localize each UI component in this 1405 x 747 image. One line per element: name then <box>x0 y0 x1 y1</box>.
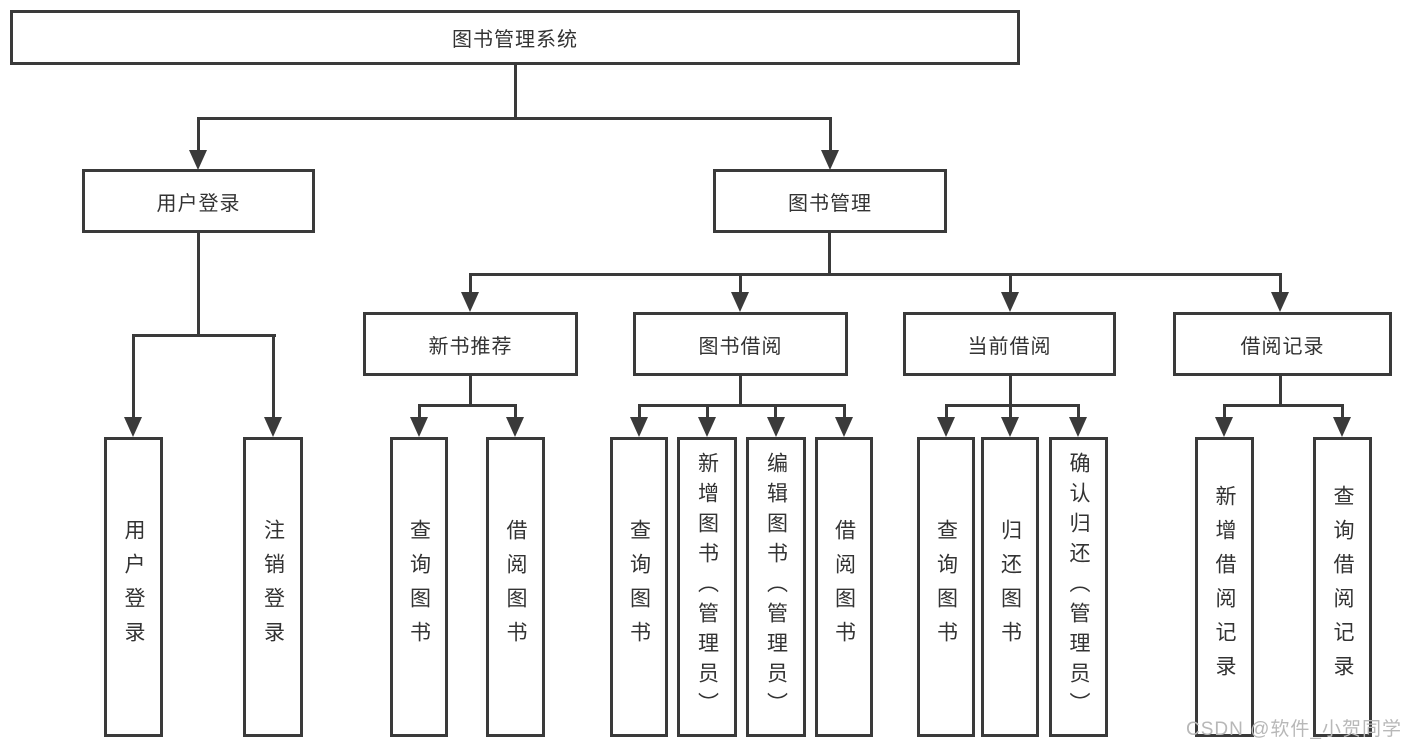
leaf-confirm-return-admin: 确认归还（管理员） <box>1049 437 1108 737</box>
connector-line <box>272 334 275 420</box>
arrow-down-icon <box>410 417 428 437</box>
connector-line <box>1009 273 1012 297</box>
arrow-down-icon <box>698 417 716 437</box>
leaf-label: 借阅图书 <box>504 519 527 655</box>
arrow-down-icon <box>731 292 749 312</box>
leaf-user-login: 用户登录 <box>104 437 163 737</box>
arrow-down-icon <box>264 417 282 437</box>
connector-line <box>418 404 421 420</box>
connector-line <box>197 117 200 155</box>
arrow-down-icon <box>461 292 479 312</box>
node-user-login: 用户登录 <box>82 169 315 233</box>
arrow-down-icon <box>1333 417 1351 437</box>
leaf-return-books: 归还图书 <box>981 437 1039 737</box>
connector-line <box>132 334 276 337</box>
connector-line <box>197 233 200 337</box>
leaf-label: 确认归还（管理员） <box>1067 452 1090 722</box>
connector-line <box>843 404 846 420</box>
leaf-label: 注销登录 <box>261 519 285 655</box>
connector-line <box>1279 376 1282 407</box>
connector-line <box>197 117 832 120</box>
connector-line <box>1009 404 1012 420</box>
connector-line <box>638 404 846 407</box>
leaf-borrow-books: 借阅图书 <box>815 437 873 737</box>
node-book-borrow: 图书借阅 <box>633 312 848 376</box>
connector-line <box>945 404 948 420</box>
node-book-management: 图书管理 <box>713 169 947 233</box>
connector-line <box>739 273 742 297</box>
connector-line <box>706 404 709 420</box>
connector-line <box>1223 404 1226 420</box>
leaf-edit-books-admin: 编辑图书（管理员） <box>746 437 806 737</box>
arrow-down-icon <box>937 417 955 437</box>
leaf-label: 用户登录 <box>122 519 145 655</box>
node-borrow-records: 借阅记录 <box>1173 312 1392 376</box>
leaf-query-books: 查询图书 <box>390 437 448 737</box>
arrow-down-icon <box>1069 417 1087 437</box>
leaf-label: 新增图书（管理员） <box>695 452 719 722</box>
connector-line <box>829 117 832 155</box>
arrow-down-icon <box>1215 417 1233 437</box>
connector-line <box>1009 376 1012 407</box>
connector-line <box>514 404 517 420</box>
leaf-borrow-books: 借阅图书 <box>486 437 545 737</box>
leaf-label: 查询图书 <box>934 519 958 655</box>
arrow-down-icon <box>821 150 839 170</box>
connector-line <box>514 65 517 119</box>
leaf-label: 编辑图书（管理员） <box>764 452 788 722</box>
arrow-down-icon <box>1001 417 1019 437</box>
connector-line <box>945 404 1079 407</box>
connector-line <box>132 334 135 420</box>
leaf-query-borrow-record: 查询借阅记录 <box>1313 437 1372 737</box>
leaf-label: 查询图书 <box>627 519 651 655</box>
leaf-label: 查询借阅记录 <box>1331 485 1354 689</box>
connector-line <box>739 376 742 407</box>
connector-line <box>1223 404 1344 407</box>
connector-line <box>1077 404 1080 420</box>
leaf-query-books: 查询图书 <box>917 437 975 737</box>
arrow-down-icon <box>630 417 648 437</box>
leaf-logout: 注销登录 <box>243 437 303 737</box>
csdn-watermark: CSDN @软件_小贺同学 <box>1186 719 1402 740</box>
arrow-down-icon <box>1001 292 1019 312</box>
node-root-library-system: 图书管理系统 <box>10 10 1020 65</box>
leaf-label: 归还图书 <box>998 519 1022 655</box>
connector-line <box>638 404 641 420</box>
leaf-add-borrow-record: 新增借阅记录 <box>1195 437 1254 737</box>
leaf-add-books-admin: 新增图书（管理员） <box>677 437 737 737</box>
arrow-down-icon <box>835 417 853 437</box>
arrow-down-icon <box>189 150 207 170</box>
connector-line <box>1341 404 1344 420</box>
node-new-book-recommend: 新书推荐 <box>363 312 578 376</box>
connector-line <box>774 404 777 420</box>
connector-line <box>828 233 831 276</box>
leaf-label: 查询图书 <box>407 519 431 655</box>
connector-line <box>469 376 472 407</box>
arrow-down-icon <box>124 417 142 437</box>
connector-line <box>469 273 1282 276</box>
arrow-down-icon <box>506 417 524 437</box>
connector-line <box>1279 273 1282 297</box>
leaf-label: 新增借阅记录 <box>1213 485 1236 689</box>
connector-line <box>418 404 517 407</box>
leaf-label: 借阅图书 <box>832 519 856 655</box>
node-current-borrow: 当前借阅 <box>903 312 1116 376</box>
arrow-down-icon <box>1271 292 1289 312</box>
arrow-down-icon <box>767 417 785 437</box>
leaf-query-books: 查询图书 <box>610 437 668 737</box>
connector-line <box>469 273 472 297</box>
